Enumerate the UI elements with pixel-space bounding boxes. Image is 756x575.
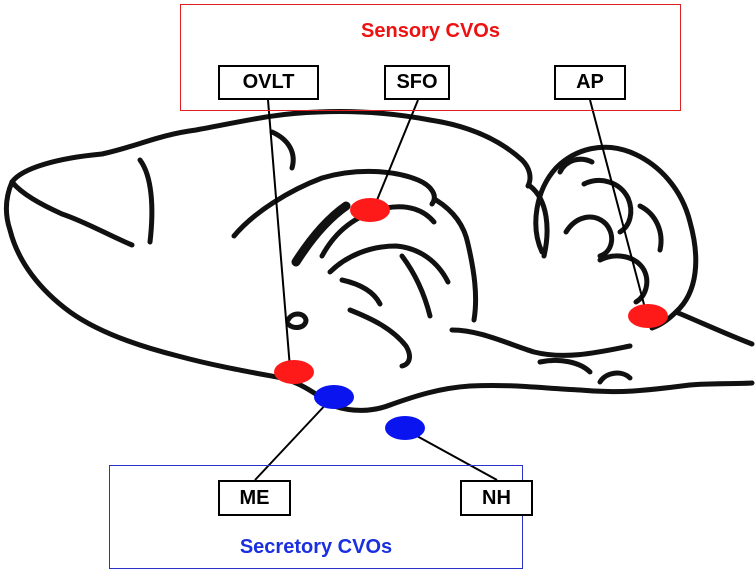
leader-ap xyxy=(589,99,647,313)
aqueduct xyxy=(399,253,433,319)
brain-fold-frontal xyxy=(137,157,155,245)
brainstem-upper xyxy=(527,183,550,259)
ovlt-marker xyxy=(274,360,314,384)
leader-nh xyxy=(405,429,498,481)
ap-marker xyxy=(628,304,668,328)
corpus-callosum xyxy=(231,169,437,239)
leader-me xyxy=(254,399,331,481)
me-marker xyxy=(314,385,354,409)
leader-sfo xyxy=(374,99,419,206)
ovlt-label: OVLT xyxy=(218,65,319,100)
ventricle-wedge xyxy=(291,201,351,267)
brain-outline-dorsal xyxy=(9,108,533,248)
thalamus-edge xyxy=(433,197,479,323)
hypothalamus-edge xyxy=(339,277,383,307)
leader-ovlt xyxy=(267,99,291,369)
sfo-marker xyxy=(350,198,390,222)
nh-label: NH xyxy=(460,480,533,516)
cerebellum-folia-4 xyxy=(637,203,664,253)
ventral-bump-2 xyxy=(537,357,593,375)
sensory-cvos-box xyxy=(180,4,681,111)
ventral-bump-1 xyxy=(597,370,633,385)
cerebellum-base xyxy=(673,309,755,347)
small-loop xyxy=(285,311,309,330)
internal-line xyxy=(347,307,412,369)
brain-fold-1 xyxy=(269,129,296,171)
sfo-label: SFO xyxy=(384,65,450,100)
fornix-lower xyxy=(327,243,451,285)
sensory-cvos-title: Sensory CVOs xyxy=(361,20,500,42)
secretory-cvos-title: Secretory CVOs xyxy=(239,536,393,558)
cerebellum-folia-1 xyxy=(563,214,615,259)
ap-label: AP xyxy=(554,65,626,100)
cerebellum-folia-5 xyxy=(557,156,595,175)
pons xyxy=(449,327,633,358)
cerebellum-folia-2 xyxy=(581,178,634,235)
nh-marker xyxy=(385,416,425,440)
secretory-cvos-box xyxy=(109,465,523,569)
cerebellum-folia-3 xyxy=(597,253,650,305)
me-label: ME xyxy=(218,480,291,516)
